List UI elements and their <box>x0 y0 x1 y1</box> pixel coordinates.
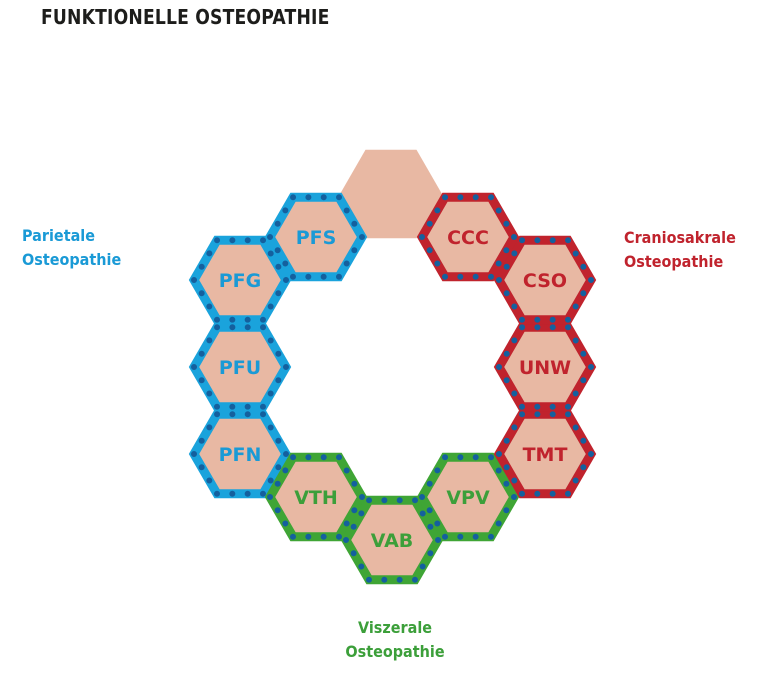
hexagon-pfg: PFG <box>188 235 292 325</box>
hexagon-dots <box>190 237 290 323</box>
hexagon-dots <box>266 194 366 280</box>
hexagon-label: PFG <box>219 270 262 292</box>
hexagon-dots <box>190 324 290 410</box>
hexagon-label: PFU <box>219 357 261 379</box>
hexagon-dots <box>266 454 366 540</box>
hexagon-label: PFS <box>296 227 337 249</box>
label-parietal: Parietale Osteopathie <box>22 224 121 272</box>
page-title: FUNKTIONELLE OSTEOPATHIE <box>41 5 330 29</box>
label-visceral: Viszerale Osteopathie <box>319 616 472 664</box>
hexagon-dots <box>418 454 518 540</box>
hexagon-ccc: CCC <box>416 192 520 282</box>
label-parietal-line2: Osteopathie <box>22 250 122 269</box>
hexagon-pfn: PFN <box>188 409 292 499</box>
hexagon-unw: UNW <box>493 322 597 412</box>
label-craniosacral-line1: Craniosakrale <box>624 228 736 247</box>
label-craniosacral: Craniosakrale Osteopathie <box>624 226 736 274</box>
hexagon-label: TMT <box>523 444 568 466</box>
hexagon-pfu: PFU <box>188 322 292 412</box>
label-craniosacral-line2: Osteopathie <box>624 252 724 271</box>
label-visceral-line2: Osteopathie <box>345 642 445 661</box>
hexagon-label: PFN <box>219 444 262 466</box>
hexagon-dots <box>342 497 442 583</box>
label-visceral-line1: Viszerale <box>357 618 433 637</box>
hexagon-label: CSO <box>523 270 567 292</box>
hexagon-dots <box>418 194 518 280</box>
hexagon-pfs: PFS <box>264 192 368 282</box>
hexagon-vab: VAB <box>340 495 444 585</box>
hexagon-tmt: TMT <box>493 409 597 499</box>
hexagon-label: UNW <box>519 357 571 379</box>
hexagon-shape <box>340 149 442 239</box>
hexagon-top <box>340 149 442 239</box>
hexagon-dots <box>495 237 595 323</box>
hexagon-dots <box>495 324 595 410</box>
hexagon-label: VPV <box>446 487 490 509</box>
hexagon-dots <box>495 411 595 497</box>
label-parietal-line1: Parietale <box>22 226 95 245</box>
hexagon-label: VTH <box>294 487 338 509</box>
hexagon-cso: CSO <box>493 235 597 325</box>
hexagon-vpv: VPV <box>416 452 520 542</box>
hexagon-label: CCC <box>447 227 489 249</box>
hexagon-dots <box>190 411 290 497</box>
hexagon-vth: VTH <box>264 452 368 542</box>
hexagon-label: VAB <box>371 530 414 552</box>
